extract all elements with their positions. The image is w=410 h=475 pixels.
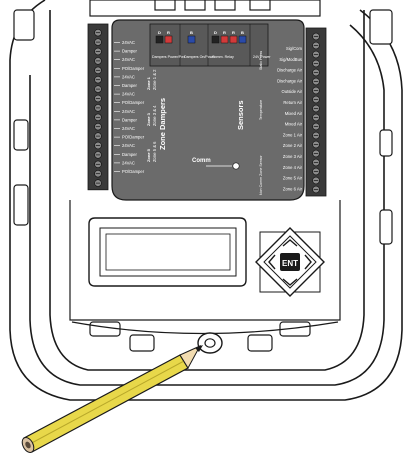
static-press-label: Static Press <box>259 51 263 70</box>
temperature-label: Temperature <box>259 100 263 120</box>
left-terminal-strip <box>87 23 109 191</box>
damper-terminal-label: Damper <box>122 83 137 88</box>
terminal-letter: R <box>223 30 226 35</box>
label-dampers-power: Dampers Power/Pwr <box>152 55 186 59</box>
arrow-right-icon[interactable] <box>304 254 312 270</box>
zone-group-title: Zone 1 <box>146 76 151 90</box>
sensor-terminal-label: Zone 6 Air <box>283 186 303 191</box>
label-dampers-on: Dampers On/Power <box>184 55 216 59</box>
damper-terminal-label: 24VAC <box>122 40 135 45</box>
terminal-letter: R <box>232 30 235 35</box>
damper-terminal-label: 24VAC <box>122 74 135 79</box>
navigation-keypad[interactable]: ENT <box>255 227 325 297</box>
damper-terminal-labels: 24VAC Damper 24VAC PO/Damper 24VAC Damper 24VA… <box>114 40 145 174</box>
damper-terminal-label: Damper <box>122 49 137 54</box>
sensor-terminal-label: Zone 4 Air <box>283 165 303 170</box>
terminal-color-block <box>164 35 173 44</box>
terminal-letter: B <box>241 30 244 35</box>
damper-terminal-label: 24VAC <box>122 143 135 148</box>
label-24v-power: 24V Power <box>253 55 271 59</box>
damper-terminal-label: 24VAC <box>122 126 135 131</box>
side-clips <box>13 9 393 352</box>
arrow-up-icon[interactable] <box>282 239 298 247</box>
sensor-terminal-label: Zone 5 Air <box>283 176 303 181</box>
top-terminal-block <box>149 23 269 67</box>
zone-group-range: Zone 1 & 2 <box>152 69 157 90</box>
zone-group-title: Zone 3 <box>146 112 151 126</box>
controller-lower-face <box>69 200 341 335</box>
outer-housing <box>9 0 403 401</box>
terminal-color-block <box>220 35 229 44</box>
sensor-terminal-label: Zone 1 Air <box>283 132 303 137</box>
damper-terminal-label: Damper <box>122 152 137 157</box>
sensor-terminal-label: Discharge Air <box>277 78 303 83</box>
sensor-terminal-label: Sig/ModBus <box>279 57 302 62</box>
sensor-terminal-label: Outside Air <box>282 89 303 94</box>
damper-terminal-label: PO/Damper <box>122 135 145 140</box>
damper-terminal-label: Damper <box>122 117 137 122</box>
zone-group-title: Zone 5 <box>146 148 151 162</box>
sensor-terminal-label: Zone 3 Air <box>283 154 303 159</box>
terminal-color-block <box>238 35 247 44</box>
terminal-color-block <box>211 35 220 44</box>
terminal-color-block <box>229 35 238 44</box>
damper-terminal-label: 24VAC <box>122 57 135 62</box>
sensor-terminal-label: Mixed Air <box>285 122 303 127</box>
terminal-letter: D <box>158 30 161 35</box>
zone-sensor-label: Non Comm Zone Sensor <box>259 154 263 195</box>
sensor-terminal-label: Sig/Com <box>286 46 303 51</box>
terminal-color-block <box>155 35 164 44</box>
sensor-terminal-label: Zone 2 Air <box>283 143 303 148</box>
damper-terminal-label: PO/Damper <box>122 66 145 71</box>
zone-group-range: Zone 3 & 4 <box>152 105 157 126</box>
comm-led-icon <box>232 162 240 170</box>
zone-dampers-title: Zone Dampers <box>158 98 167 150</box>
damper-terminal-label: 24VAC <box>122 160 135 165</box>
damper-terminal-label: 24VAC <box>122 92 135 97</box>
damper-terminal-label: 24VAC <box>122 109 135 114</box>
damper-terminal-label: PO/Damper <box>122 169 145 174</box>
lcd-display <box>88 217 247 287</box>
comm-label: Comm <box>192 158 211 164</box>
pencil-icon <box>21 344 203 453</box>
sensor-terminal-label: Discharge Air <box>277 68 303 73</box>
damper-terminal-label: PO/Damper <box>122 100 145 105</box>
zone-group-range: Zone 5 & 6 <box>152 141 157 162</box>
arrow-left-icon[interactable] <box>268 254 276 270</box>
terminal-letter: R <box>167 30 170 35</box>
sensor-terminal-label: Mixed Air <box>285 111 303 116</box>
terminal-color-block <box>187 35 196 44</box>
enter-button[interactable] <box>280 253 300 271</box>
sensor-terminal-label: Return Air <box>283 100 302 105</box>
terminal-letter: B <box>190 30 193 35</box>
terminal-letter: D <box>214 30 217 35</box>
right-terminal-strip <box>305 27 327 197</box>
label-comm-relay: Comm. Relay <box>212 55 234 59</box>
arrow-down-icon[interactable] <box>282 278 298 286</box>
sensors-title: Sensors <box>236 100 245 130</box>
top-frame <box>89 0 321 17</box>
enter-label: ENT <box>282 259 298 268</box>
release-latch[interactable] <box>197 332 223 354</box>
